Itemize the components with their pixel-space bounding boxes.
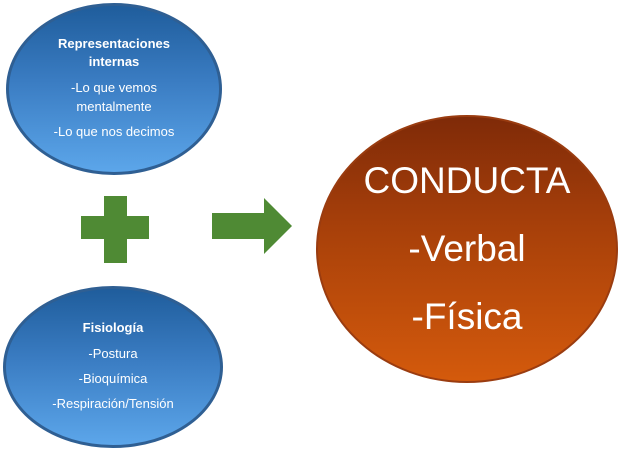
internal-representations-title: Representaciones internas (58, 35, 170, 69)
behavior-physical-item: -Física (411, 296, 523, 337)
physiology-title: Fisiología (82, 319, 144, 335)
physiology-item: -Respiración/Tensión (52, 395, 174, 411)
plus-icon (81, 196, 149, 263)
physiology-node: Fisiología -Postura -Bioquímica -Respira… (3, 286, 223, 448)
behavior-title: CONDUCTA (363, 160, 571, 201)
physiology-item: -Bioquímica (78, 370, 148, 386)
arrow-right-icon (212, 198, 292, 254)
internal-representations-item: -Lo que vemos mentalmente (71, 79, 157, 114)
internal-representations-node: Representaciones internas -Lo que vemos … (6, 3, 222, 175)
plus-vertical-bar (104, 196, 127, 263)
internal-representations-item: -Lo que nos decimos (53, 123, 175, 139)
behavior-verbal-item: -Verbal (408, 228, 526, 269)
physiology-item: -Postura (88, 345, 138, 361)
behavior-node: CONDUCTA -Verbal -Física (316, 115, 618, 383)
